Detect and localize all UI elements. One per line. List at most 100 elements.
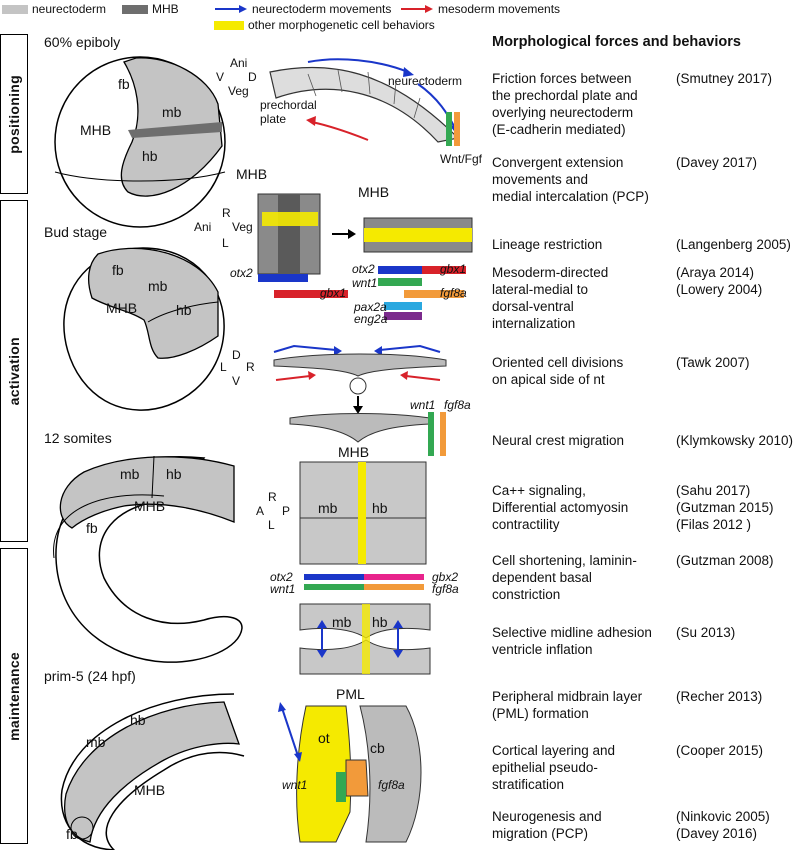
wnt-fgf-gradient (428, 412, 446, 456)
behavior-description: Neural crest migration (492, 433, 625, 448)
internalization-diagram (273, 344, 447, 443)
axis-label: Ani (230, 56, 248, 70)
phase-maintenance: maintenance (0, 548, 28, 844)
embryo-prim-5 (60, 693, 245, 850)
mhb-label: MHB (134, 782, 166, 798)
mb-label: mb (86, 734, 106, 750)
legend-label: neurectoderm (32, 2, 107, 16)
hb-label: hb (142, 148, 158, 164)
legend-label: other morphogenetic cell behaviors (248, 18, 435, 32)
mb-label: mb (148, 278, 168, 294)
embryo-60-epiboly (54, 56, 226, 228)
fgf8a-label: fgf8a (444, 398, 471, 412)
behavior-reference: (Tawk 2007) (676, 355, 750, 370)
axis-label: A (256, 504, 265, 518)
phase-label: positioning (6, 74, 22, 154)
behavior-reference: (Recher 2013) (676, 689, 763, 704)
stage-label: Bud stage (44, 224, 108, 240)
fgf8a-label: fgf8a (378, 778, 405, 792)
behavior-description: Cortical layering and epithelial pseudo-… (492, 743, 616, 792)
behavior-reference: (Su 2013) (676, 625, 736, 640)
mhb-label: MHB (338, 444, 370, 460)
gbx1-label: gbx1 (440, 262, 467, 276)
mhb-label: MHB (236, 166, 268, 182)
mhb-label: MHB (106, 300, 138, 316)
mhb-band (128, 122, 222, 138)
gbx1-label: gbx1 (320, 286, 347, 300)
axis-label: R (222, 206, 231, 220)
mb-label: mb (318, 500, 338, 516)
fgf8a-label: fgf8a (440, 286, 467, 300)
behavior-reference: (Davey 2017) (676, 155, 758, 170)
pml-diagram (278, 702, 422, 843)
mb-label: mb (162, 104, 182, 120)
fgf-bar (454, 112, 460, 146)
fb-label: fb (86, 520, 98, 536)
panel-title: Morphological forces and behaviors (492, 34, 741, 50)
behavior-reference: (Smutney 2017) (676, 71, 773, 86)
mhb-label: MHB (358, 184, 390, 200)
axis-label: V (232, 374, 241, 388)
phase-activation: activation (0, 200, 28, 542)
behavior-reference: (Araya 2014) (Lowery 2004) (676, 265, 763, 297)
behavior-description: Oriented cell divisions on apical side o… (492, 355, 624, 387)
mhb-12-somites-diagram (299, 461, 427, 565)
behavior-description: Mesoderm-directed lateral-medial to dors… (492, 265, 609, 331)
axis-label: D (232, 348, 241, 362)
legend-other-behaviors: other morphogenetic cell behaviors (214, 18, 435, 32)
behavior-description: Convergent extension movements and media… (492, 155, 649, 204)
axis-label: Veg (228, 84, 249, 98)
convergent-extension-diagram (257, 193, 473, 275)
wnt-bar (446, 112, 452, 146)
behavior-reference: (Ninkovic 2005) (Davey 2016) (676, 809, 770, 841)
hb-label: hb (372, 614, 388, 630)
wnt1-label: wnt1 (410, 398, 436, 412)
fb-label: fb (118, 76, 130, 92)
hb-label: hb (130, 712, 146, 728)
behavior-reference: (Sahu 2017) (Gutzman 2015) (Filas 2012 ) (676, 483, 774, 532)
neurectoderm-label: neurectoderm (388, 74, 463, 88)
hb-label: hb (176, 302, 192, 318)
embryo-bud-stage (63, 247, 225, 411)
ventricle-inflation-diagram (299, 603, 431, 675)
friction-diagram (269, 58, 460, 146)
gbx2-label: gbx2 (432, 570, 459, 584)
legend-label: MHB (152, 2, 179, 16)
behavior-description: Peripheral midbrain layer (PML) formatio… (492, 689, 643, 721)
embryo-12-somites (53, 455, 243, 663)
pml-label: PML (336, 686, 365, 702)
behavior-description: Cell shortening, laminin- dependent basa… (492, 553, 637, 602)
behavior-reference: (Langenberg 2005) (676, 237, 791, 252)
prechordal-plate-label: prechordal plate (260, 98, 317, 126)
mhb-swatch (122, 4, 148, 14)
neurectoderm-swatch (2, 4, 28, 14)
wnt1-label: wnt1 (282, 778, 308, 792)
cb-label: cb (370, 740, 385, 756)
fb-label: fb (112, 262, 124, 278)
neurectoderm-region (64, 701, 240, 843)
ot-label: ot (318, 730, 330, 746)
blue-arrow-icon (215, 5, 247, 13)
mhb-label: MHB (80, 122, 112, 138)
axis-label: R (268, 490, 277, 504)
neurectoderm-region (59, 456, 235, 529)
axis-label: Ani (194, 220, 212, 234)
otx2-label: otx2 (270, 570, 293, 584)
hb-label: hb (166, 466, 182, 482)
axis-label: D (248, 70, 257, 84)
axis-label: V (216, 70, 225, 84)
legend-neurectoderm: neurectoderm (2, 2, 106, 16)
legend-label: neurectoderm movements (252, 2, 392, 16)
stage-label: 60% epiboly (44, 34, 121, 50)
otx2-label: otx2 (352, 262, 375, 276)
mb-label: mb (332, 614, 352, 630)
behavior-reference: (Gutzman 2008) (676, 553, 774, 568)
behavior-description: Selective midline adhesion ventricle inf… (492, 625, 652, 657)
hb-label: hb (372, 500, 388, 516)
axis-label: P (282, 504, 291, 518)
fb-label: fb (66, 826, 78, 842)
stage-label: 12 somites (44, 430, 112, 446)
legend-neurectoderm-movements: neurectoderm movements (214, 2, 391, 16)
axis-label: L (220, 360, 227, 374)
behavior-description: Neurogenesis and migration (PCP) (492, 809, 602, 841)
